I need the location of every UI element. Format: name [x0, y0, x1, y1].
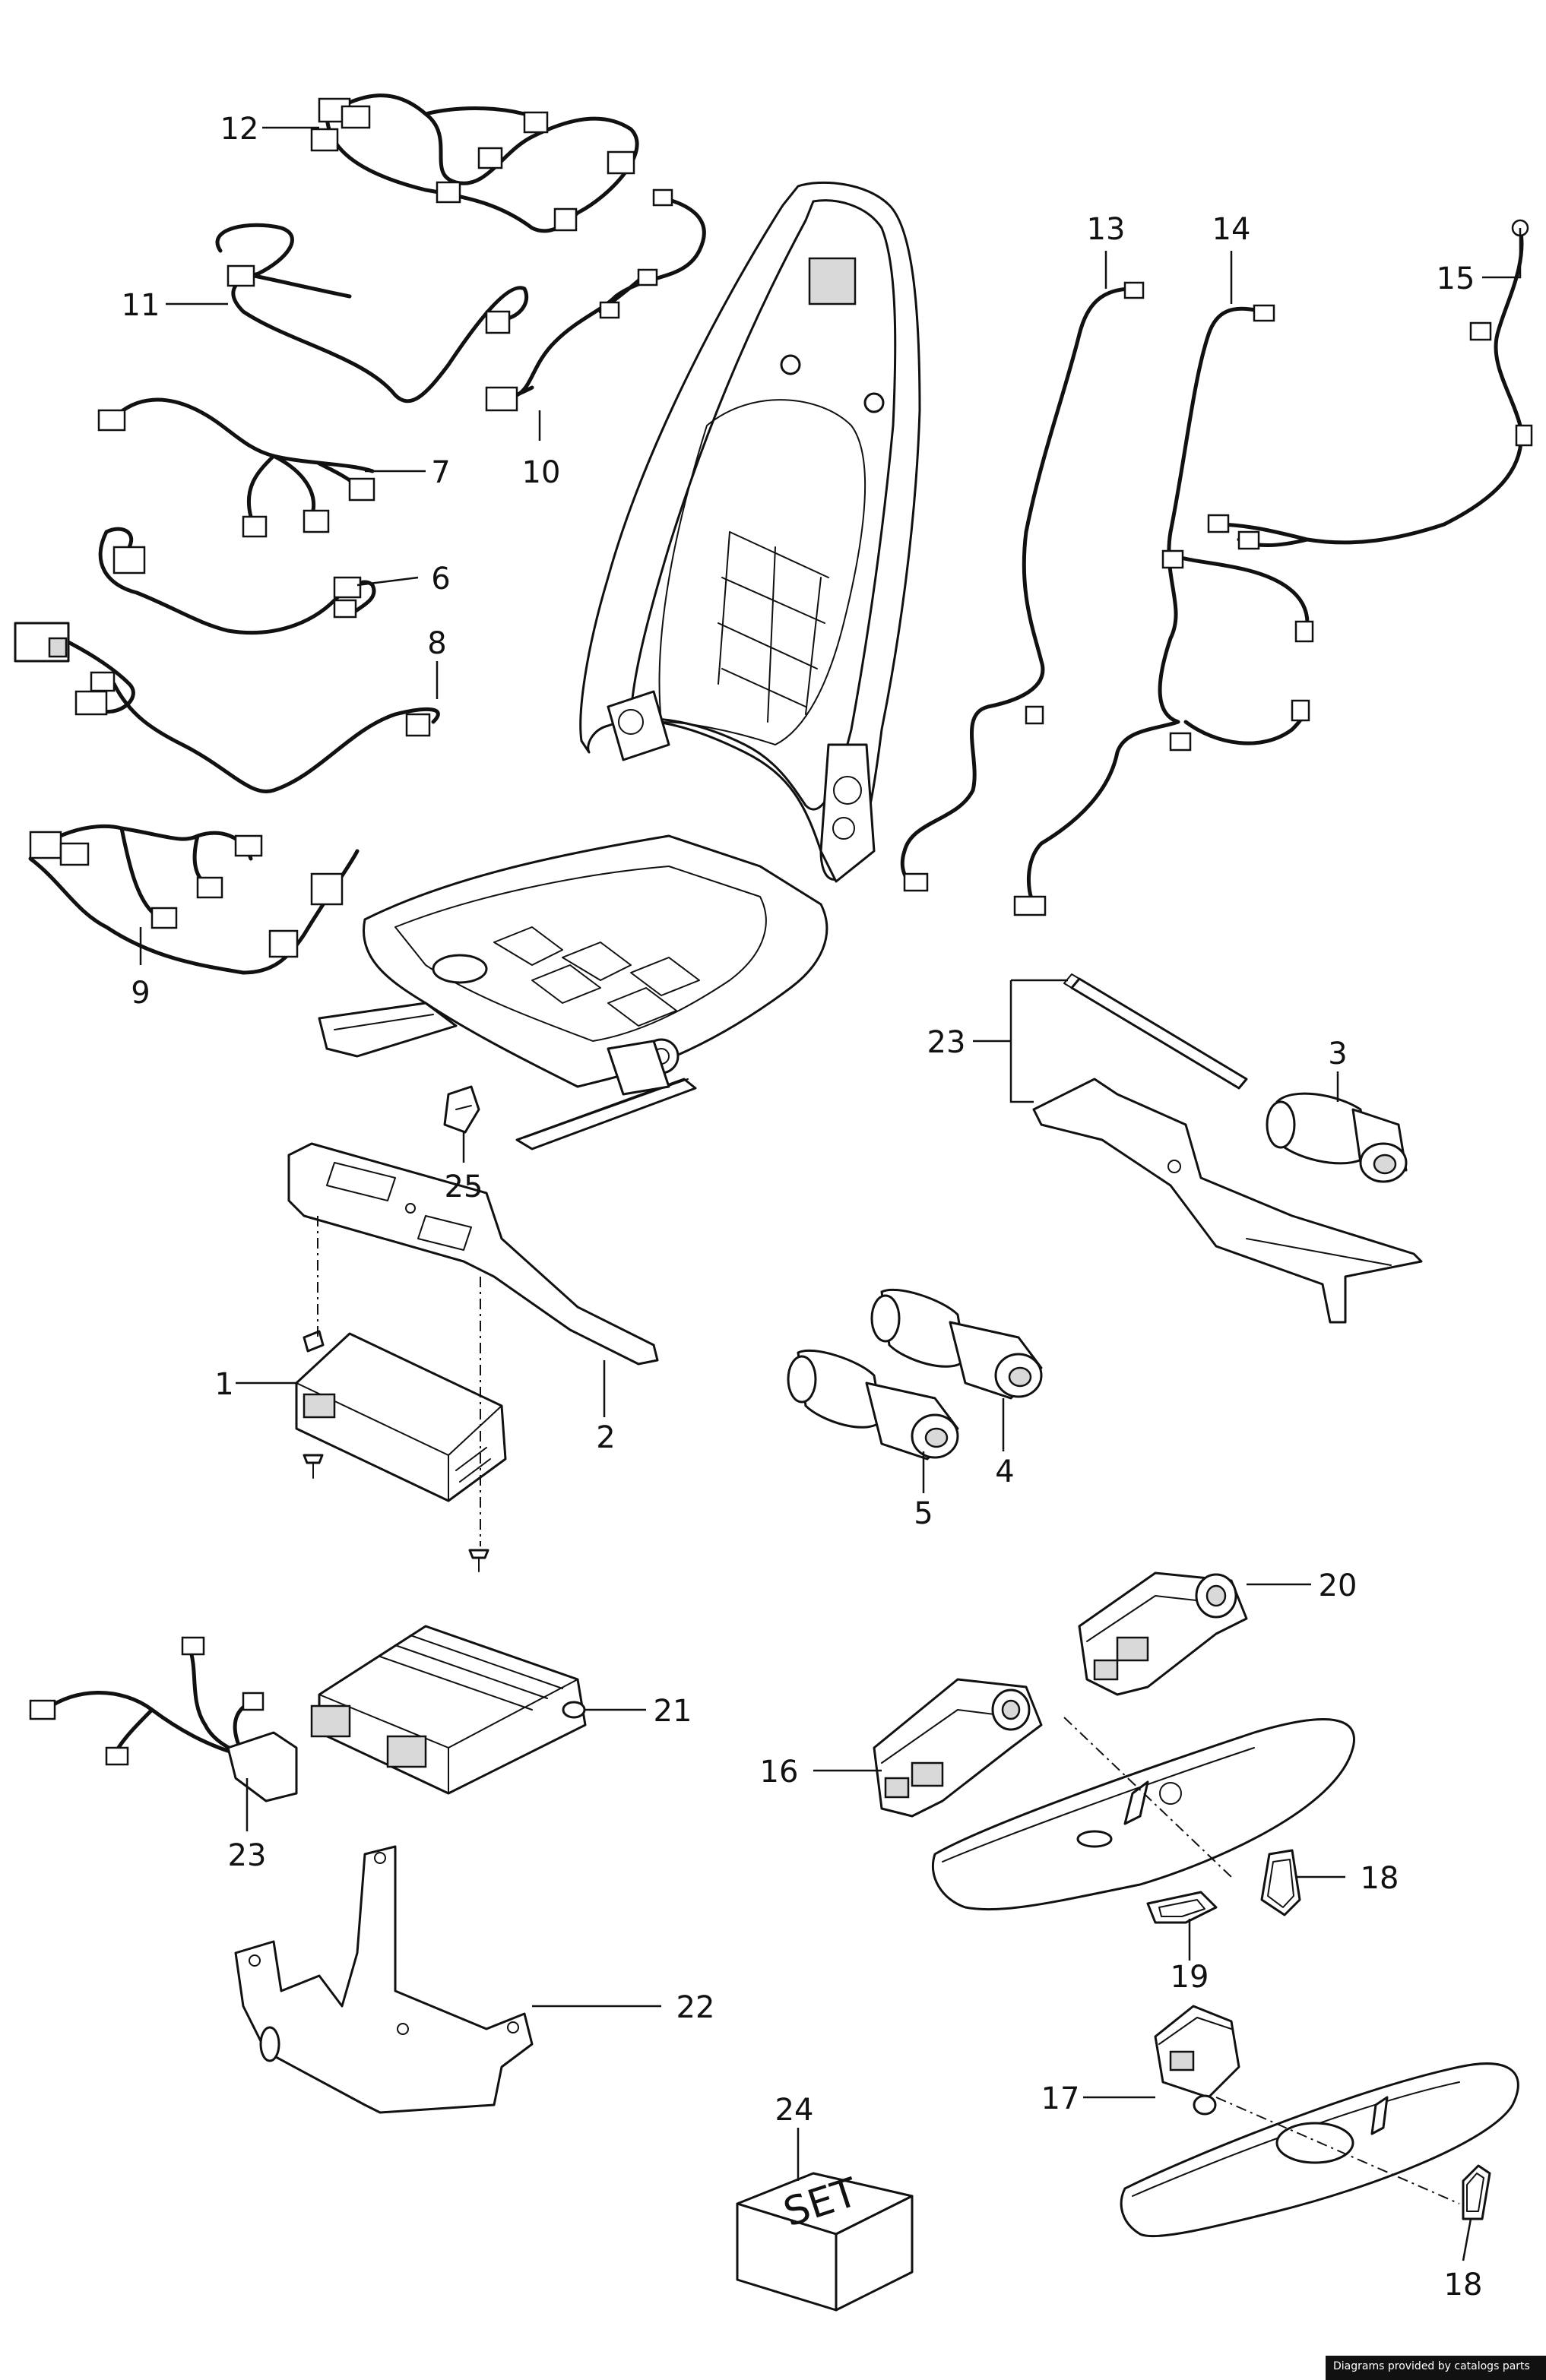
part-20-switch — [1078, 1571, 1248, 1696]
part-5-motor — [787, 1349, 959, 1461]
callout-10: 10 — [522, 455, 561, 490]
callout-23-lower: 23 — [228, 1838, 267, 1873]
part-16-switch — [873, 1678, 1043, 1818]
trim-panel-upper — [931, 1718, 1355, 1911]
credit-bar — [1326, 2356, 1546, 2380]
callout-24: 24 — [775, 2093, 814, 2128]
callout-22: 22 — [676, 1990, 715, 2025]
callout-18-lower: 18 — [1444, 2268, 1483, 2302]
callout-2: 2 — [596, 1420, 615, 1455]
seat-back-frame — [579, 181, 921, 883]
callout-15: 15 — [1437, 261, 1475, 296]
harness-12 — [310, 93, 639, 233]
part-2-bracket-plate — [287, 1142, 659, 1366]
screw-right — [468, 1549, 489, 1572]
callout-25: 25 — [445, 1169, 483, 1204]
part-23-lower-harness — [29, 1636, 298, 1802]
credit-text: Diagrams provided by catalogs parts — [1333, 2360, 1530, 2372]
callout-17: 17 — [1041, 2081, 1080, 2116]
centerline-switch-upper — [1063, 1717, 1232, 1878]
callout-20: 20 — [1319, 1568, 1358, 1603]
part-25-clip — [443, 1085, 480, 1134]
trim-panel-lower — [1120, 2062, 1519, 2238]
centerline-switch-lower — [1215, 2097, 1460, 2204]
part-17-switch — [1154, 2005, 1240, 2116]
part-1-control-module — [295, 1330, 507, 1502]
callout-13: 13 — [1087, 212, 1126, 247]
leader-lines — [139, 126, 1522, 2261]
callout-11: 11 — [122, 288, 160, 323]
harness-6 — [98, 527, 376, 635]
callout-23-upper: 23 — [927, 1025, 966, 1060]
callout-8: 8 — [427, 626, 446, 661]
callout-19: 19 — [1171, 1960, 1209, 1995]
callout-12: 12 — [220, 112, 259, 147]
callout-labels: 12 11 10 7 6 8 9 13 14 15 23 3 25 1 2 4 … — [122, 112, 1483, 2302]
callout-3: 3 — [1328, 1037, 1347, 1071]
harness-10 — [485, 188, 706, 412]
callout-14: 14 — [1212, 212, 1251, 247]
part-4-motor — [870, 1288, 1043, 1400]
callout-1: 1 — [214, 1367, 233, 1402]
callout-18-upper: 18 — [1361, 1861, 1399, 1896]
harness-7 — [97, 397, 375, 538]
part-18-bezel-lower — [1462, 2164, 1491, 2220]
part-19-bezel — [1146, 1891, 1218, 1924]
part-21-airbag-module — [310, 1625, 587, 1795]
screw-left — [303, 1454, 324, 1479]
callout-9: 9 — [131, 976, 150, 1011]
harness-8 — [14, 622, 440, 793]
part-18-bezel-upper — [1260, 1849, 1301, 1916]
harness-9 — [28, 824, 360, 975]
callout-7: 7 — [431, 455, 450, 490]
callout-5: 5 — [914, 1496, 933, 1531]
harness-14 — [1013, 304, 1314, 916]
harness-13 — [900, 281, 1145, 892]
part-23-shaft-bracket — [1032, 973, 1423, 1324]
callout-4: 4 — [995, 1454, 1014, 1489]
part-24-set-box: SET — [736, 2170, 914, 2312]
callout-21: 21 — [654, 1694, 692, 1729]
seat-base-frame — [318, 834, 828, 1150]
harness-11 — [215, 223, 529, 404]
callout-6: 6 — [431, 562, 450, 597]
part-22-bracket — [234, 1845, 534, 2114]
part-3-motor — [1266, 1092, 1408, 1183]
callout-16: 16 — [760, 1755, 799, 1790]
harness-15 — [1207, 219, 1533, 550]
